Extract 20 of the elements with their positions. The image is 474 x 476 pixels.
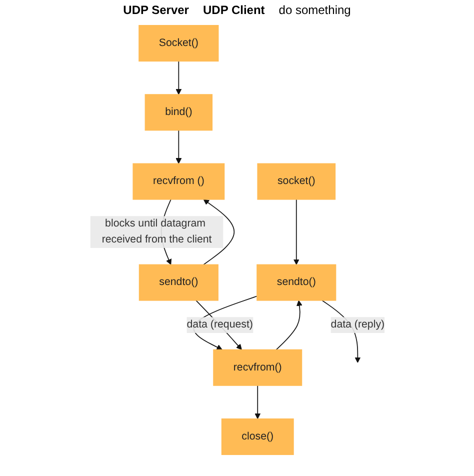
node-box: Socket() [138,25,218,62]
arrow [275,300,302,350]
edge-label: blocks until datagram received from the client [101,218,212,246]
arrow [202,199,234,266]
node-box: bind() [144,94,212,131]
column-heading: UDP Server [123,3,189,17]
node-box: sendto() [138,264,218,301]
arrow [175,60,182,95]
node-box: recvfrom () [132,163,224,200]
arrow [254,385,260,420]
edge-note: do something [278,3,351,17]
arrow [293,199,299,265]
arrow [175,130,182,164]
node-box: close() [220,418,294,455]
edge-label: data (reply) [330,319,384,330]
edge-label: data (request) [186,319,253,330]
node-box: socket() [256,163,336,200]
node-box: sendto() [256,264,336,301]
node-box: recvfrom() [212,349,302,386]
column-heading: UDP Client [202,3,265,17]
